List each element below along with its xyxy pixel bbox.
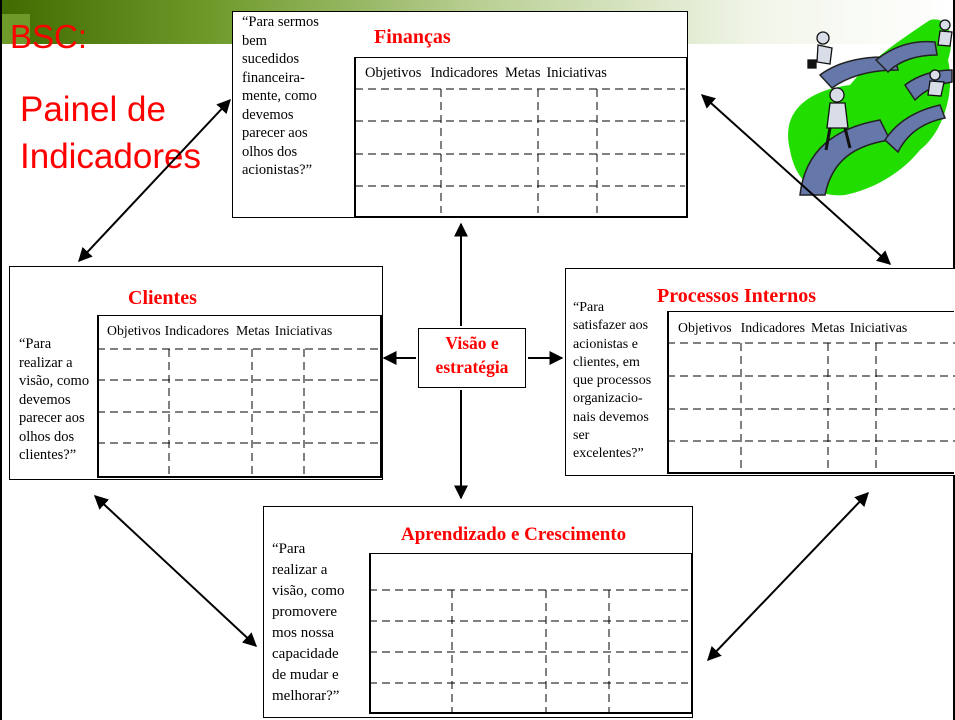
col-iniciativas: Iniciativas	[274, 323, 333, 338]
processos-question: “Para satisfazer aos acionistas e client…	[573, 300, 652, 462]
processos-table-header: Objetivos Indicadores Metas Iniciativas	[669, 320, 954, 336]
financas-title: Finanças	[374, 26, 451, 48]
center-line2: estratégia	[435, 357, 509, 377]
col-iniciativas: Iniciativas	[849, 320, 908, 335]
visao-estrategia-box: Visão e estratégia	[418, 328, 526, 388]
aprendizado-box: Aprendizado e Crescimento “Para realizar…	[263, 506, 693, 718]
processos-indicator-table: Objetivos Indicadores Metas Iniciativas	[667, 311, 954, 474]
col-metas: Metas	[236, 323, 270, 338]
col-objetivos: Objetivos	[365, 65, 422, 81]
processos-box: Processos Internos “Para satisfazer aos …	[565, 268, 955, 476]
financas-table-header: Objetivos Indicadores Metas Iniciativas	[356, 65, 686, 82]
slide-left-border	[0, 0, 2, 720]
title-square-accent	[0, 14, 30, 44]
col-objetivos: Objetivos	[107, 323, 161, 338]
aprendizado-question: “Para realizar a visão, como promovere m…	[272, 541, 345, 704]
col-indicadores: Indicadores	[164, 323, 230, 338]
financas-question: “Para sermos bem sucedidos financeira- m…	[242, 14, 319, 178]
col-indicadores: Indicadores	[430, 65, 499, 81]
col-iniciativas: Iniciativas	[546, 65, 607, 81]
processos-title: Processos Internos	[657, 285, 817, 307]
clientes-indicator-table: Objetivos Indicadores Metas Iniciativas	[97, 315, 382, 478]
clientes-table-header: Objetivos Indicadores Metas Iniciativas	[99, 323, 380, 339]
clientes-box: Clientes “Para realizar a visão, como de…	[9, 266, 383, 480]
col-metas: Metas	[505, 65, 541, 81]
aprendizado-indicator-table	[369, 553, 693, 714]
financas-box: Finanças “Para sermos bem sucedidos fina…	[232, 11, 688, 218]
clientes-title: Clientes	[128, 287, 197, 309]
slide-heading: Painel de Indicadores	[20, 86, 201, 180]
slide-heading-line2: Indicadores	[20, 137, 201, 176]
financas-indicator-table: Objetivos Indicadores Metas Iniciativas	[354, 57, 688, 218]
col-metas: Metas	[811, 320, 845, 335]
clientes-question: “Para realizar a visão, como devemos par…	[19, 336, 90, 463]
slide-tag: BSC:	[10, 18, 88, 55]
center-line1: Visão e	[445, 333, 499, 353]
col-objetivos: Objetivos	[678, 320, 732, 335]
slide-heading-line1: Painel de	[20, 90, 166, 129]
col-indicadores: Indicadores	[740, 320, 806, 335]
aprendizado-title: Aprendizado e Crescimento	[401, 524, 627, 545]
